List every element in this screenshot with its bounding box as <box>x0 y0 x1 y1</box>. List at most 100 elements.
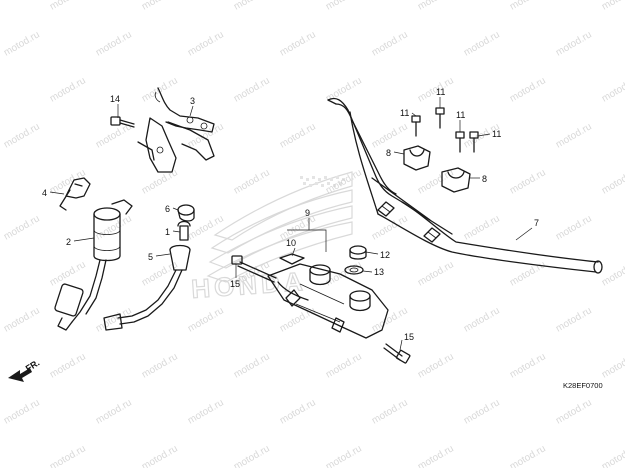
watermark-text: motod.ru <box>324 443 364 468</box>
part-bolt-14 <box>110 116 135 128</box>
callout-3: 3 <box>190 96 195 106</box>
callout-12: 12 <box>380 250 390 260</box>
watermark-text: motod.ru <box>186 305 226 334</box>
watermark-text: motod.ru <box>186 29 226 58</box>
callout-8-upper: 8 <box>386 148 391 158</box>
watermark-text: motod.ru <box>232 443 272 468</box>
part-bolt-11a <box>435 107 445 129</box>
watermark-text: motod.ru <box>554 121 594 150</box>
watermark-text: motod.ru <box>462 213 502 242</box>
part-upper-holder-8a <box>403 145 431 171</box>
watermark-text: motod.ru <box>140 351 180 380</box>
part-bolt-15a <box>231 255 277 283</box>
part-top-bridge-9 <box>267 263 389 339</box>
callout-11-b: 11 <box>436 87 445 97</box>
watermark-text: motod.ru <box>232 75 272 104</box>
part-upper-holder-8b <box>441 167 471 193</box>
watermark-text: motod.ru <box>370 305 410 334</box>
watermark-text: motod.ru <box>278 305 318 334</box>
watermark-text: motod.ru <box>48 443 88 468</box>
watermark-text: motod.ru <box>416 351 456 380</box>
watermark-text: motod.ru <box>48 259 88 288</box>
watermark-text: motod.ru <box>600 443 625 468</box>
watermark-text: motod.ru <box>94 305 134 334</box>
watermark-text: motod.ru <box>278 213 318 242</box>
watermark-text: motod.ru <box>416 259 456 288</box>
watermark-text: motod.ru <box>554 397 594 426</box>
watermark-text: motod.ru <box>2 397 42 426</box>
watermark-text: motod.ru <box>554 305 594 334</box>
watermark-text: motod.ru <box>324 351 364 380</box>
part-handlebar-7 <box>327 97 603 274</box>
watermark-text: motod.ru <box>600 0 625 13</box>
watermark-text: motod.ru <box>324 75 364 104</box>
callout-10: 10 <box>286 238 296 248</box>
watermark-text: motod.ru <box>2 305 42 334</box>
watermark-text: motod.ru <box>94 29 134 58</box>
watermark-text: motod.ru <box>48 75 88 104</box>
front-label: FR. <box>24 358 42 374</box>
part-bolt-11d <box>469 131 479 153</box>
watermark-text: motod.ru <box>416 0 456 13</box>
watermark-text: motod.ru <box>554 213 594 242</box>
watermark-text: motod.ru <box>462 29 502 58</box>
part-bolt-11b <box>411 115 421 137</box>
front-direction-indicator: FR. <box>8 358 41 382</box>
watermark-text: motod.ru <box>324 0 364 13</box>
watermark-text: motod.ru <box>232 167 272 196</box>
watermark-text: motod.ru <box>554 29 594 58</box>
watermark-text: motod.ru <box>278 29 318 58</box>
part-ignition-switch-2 <box>54 199 133 331</box>
watermark-text: motod.ru <box>508 167 548 196</box>
callout-11-d: 11 <box>492 129 501 139</box>
watermark-text: motod.ru <box>2 121 42 150</box>
watermark-text: motod.ru <box>48 351 88 380</box>
watermark-text: motod.ru <box>48 0 88 13</box>
callout-14: 14 <box>110 94 120 104</box>
watermark-text: motod.ru <box>94 213 134 242</box>
callout-15-right: 15 <box>404 332 414 342</box>
watermark-text: motod.ru <box>600 351 625 380</box>
watermark-text: motod.ru <box>140 75 180 104</box>
callout-9: 9 <box>305 208 310 218</box>
watermark-text: motod.ru <box>416 443 456 468</box>
watermark-text: motod.ru <box>186 213 226 242</box>
diagram-reference-code: K28EF0700 <box>563 381 603 390</box>
watermark-text: motod.ru <box>508 351 548 380</box>
watermark-text: motod.ru <box>462 305 502 334</box>
watermark-text: motod.ru <box>232 351 272 380</box>
callout-5: 5 <box>148 252 153 262</box>
watermark-text: motod.ru <box>370 397 410 426</box>
part-bracket-3 <box>137 87 215 173</box>
part-grommet-6 <box>177 204 195 222</box>
callout-11-a: 11 <box>400 108 409 118</box>
watermark-text: motod.ru <box>370 213 410 242</box>
watermark-text: motod.ru <box>600 259 625 288</box>
callout-2: 2 <box>66 237 71 247</box>
callouts: 14 3 4 2 6 1 5 7 8 8 9 10 11 11 11 11 12… <box>42 87 539 342</box>
part-washer-13 <box>344 265 364 275</box>
watermark-text: motod.ru <box>2 213 42 242</box>
honda-logo-text: HONDA <box>190 266 307 304</box>
callout-11-c: 11 <box>456 110 465 120</box>
callout-1: 1 <box>165 227 170 237</box>
watermark-text: motod.ru <box>232 0 272 13</box>
part-key-4 <box>59 177 91 211</box>
watermark-text: motod.ru <box>370 29 410 58</box>
callout-15-left: 15 <box>230 279 240 289</box>
part-socket-5 <box>103 244 191 331</box>
watermark-text: motod.ru <box>462 397 502 426</box>
watermark-text: motod.ru <box>508 0 548 13</box>
watermark-text: motod.ru <box>278 121 318 150</box>
leader-lines <box>49 97 533 351</box>
watermark-text: motod.ru <box>278 397 318 426</box>
watermark-text: motod.ru <box>2 29 42 58</box>
watermark-text: motod.ru <box>508 75 548 104</box>
part-plate-10 <box>279 253 305 265</box>
watermark-text: motod.ru <box>416 167 456 196</box>
callout-7: 7 <box>534 218 539 228</box>
callout-8-lower: 8 <box>482 174 487 184</box>
watermark-text: motod.ru <box>370 121 410 150</box>
